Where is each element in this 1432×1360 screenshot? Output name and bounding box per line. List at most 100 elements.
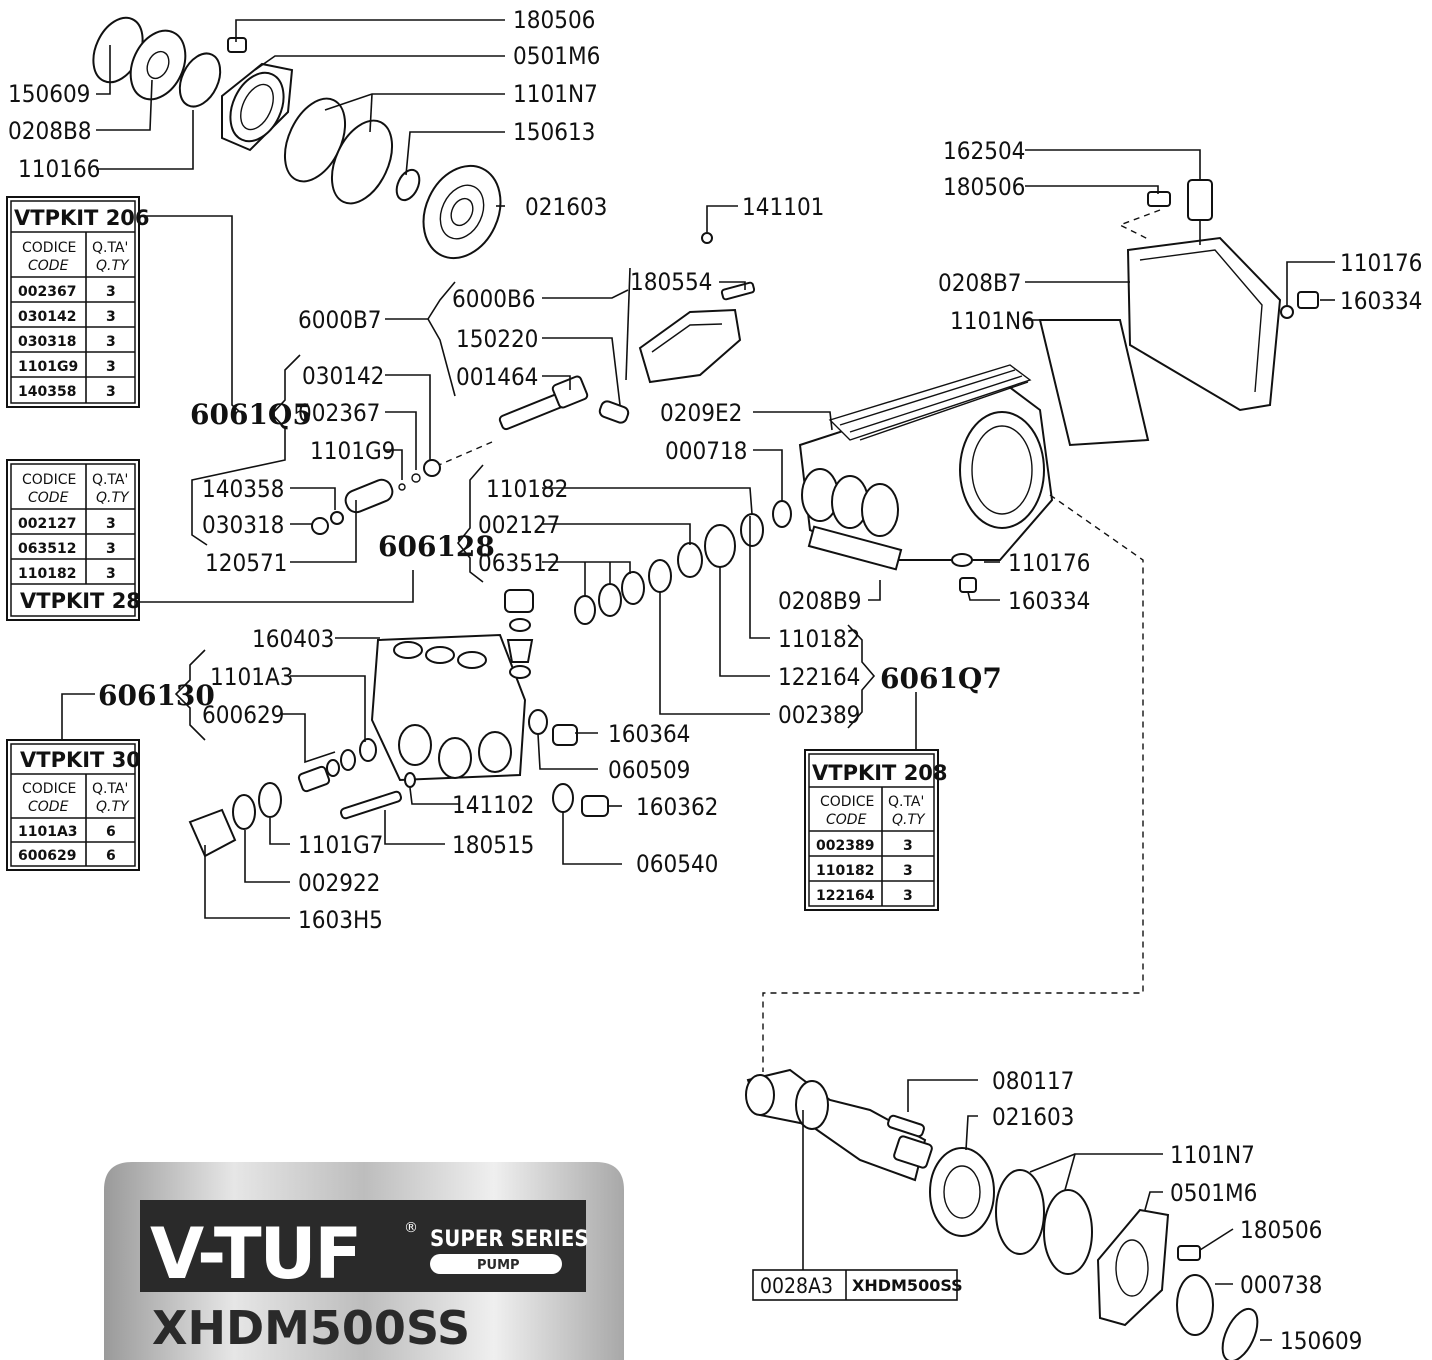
group-code-606130: 606130: [98, 679, 215, 712]
part-label: 141101: [742, 193, 824, 221]
part-label: 080117: [992, 1067, 1074, 1095]
part-label: 021603: [992, 1103, 1074, 1131]
kit-qty: 3: [106, 541, 116, 557]
col-header: Q.TA': [888, 794, 924, 810]
part-label: 002367: [298, 399, 380, 427]
kit-code: 063512: [18, 541, 76, 557]
part-label: 150609: [1280, 1327, 1362, 1355]
part-label: 120571: [205, 549, 287, 577]
part-label: 110182: [778, 625, 860, 653]
col-header: Q.TY: [892, 812, 926, 828]
part-label: 001464: [456, 363, 538, 391]
part-label: 160362: [636, 793, 718, 821]
part-label: 122164: [778, 663, 860, 691]
part-label: 110166: [18, 155, 100, 183]
kit-code: 002127: [18, 516, 76, 532]
part-label: 030318: [202, 511, 284, 539]
col-header: CODE: [826, 812, 867, 828]
kit-qty: 3: [903, 838, 913, 854]
brand-logo: V-TUF ® SUPER SERIES PUMP XHDM500SS: [104, 1162, 624, 1360]
crankshaft-model: XHDM500SS: [852, 1276, 963, 1295]
kit-qty: 6: [106, 848, 116, 864]
model-name: XHDM500SS: [152, 1301, 470, 1355]
crankshaft-code: 0028A3: [760, 1274, 833, 1298]
part-label: 0209E2: [660, 399, 742, 427]
part-label: 063512: [478, 549, 560, 577]
part-label: 160334: [1008, 587, 1090, 615]
kit-qty: 3: [106, 284, 116, 300]
kit-qty: 3: [903, 888, 913, 904]
part-label: 1101G7: [298, 831, 383, 859]
part-label: 1101N6: [950, 307, 1035, 335]
part-label: 0208B8: [8, 117, 91, 145]
part-label: 0208B7: [938, 269, 1021, 297]
part-label: 1101A3: [210, 663, 293, 691]
col-header: CODICE: [22, 781, 76, 797]
group-code-6061Q7: 6061Q7: [880, 662, 1002, 695]
kit-code: 002367: [18, 284, 76, 300]
part-label: 030142: [302, 362, 384, 390]
part-label: 002389: [778, 701, 860, 729]
crankshaft-code-table: 0028A3 XHDM500SS: [752, 1269, 963, 1301]
brand-name: V-TUF: [150, 1213, 360, 1295]
col-header: CODE: [28, 799, 69, 815]
part-label: 160403: [252, 625, 334, 653]
kit-code: 140358: [18, 384, 76, 400]
col-header: CODICE: [22, 472, 76, 488]
part-label: 6000B7: [298, 306, 381, 334]
kit-title: VTPKIT 30: [20, 748, 141, 772]
part-label: 1101N7: [1170, 1141, 1255, 1169]
kit-code: 110182: [18, 566, 76, 582]
registered-mark: ®: [404, 1220, 418, 1236]
col-header: CODICE: [22, 240, 76, 256]
col-header: Q.TA': [92, 240, 128, 256]
kit-qty: 3: [106, 334, 116, 350]
col-header: CODE: [28, 490, 69, 506]
series-name: SUPER SERIES: [430, 1227, 589, 1252]
kit-qty: 3: [903, 863, 913, 879]
kit-title: VTPKIT 206: [14, 206, 150, 230]
kit-qty: 6: [106, 824, 116, 840]
part-label: 150613: [513, 118, 595, 146]
kit-title: VTPKIT 208: [812, 761, 948, 785]
col-header: Q.TY: [96, 490, 130, 506]
part-label: 000738: [1240, 1271, 1322, 1299]
part-label: 160364: [608, 720, 690, 748]
group-code-606128: 606128: [378, 530, 495, 563]
group-codes: 6061Q5 606128 606130 6061Q7: [98, 398, 1002, 712]
part-label: 150220: [456, 325, 538, 353]
kit-qty: 3: [106, 566, 116, 582]
kit-qty: 3: [106, 359, 116, 375]
part-label: 6000B6: [452, 285, 535, 313]
col-header: Q.TY: [96, 799, 130, 815]
col-header: Q.TA': [92, 472, 128, 488]
kit-table-206: VTPKIT 206 CODICE CODE Q.TA' Q.TY 002367…: [6, 196, 150, 408]
col-header: Q.TY: [96, 258, 130, 274]
part-label: 1101N7: [513, 80, 598, 108]
kit-code: 1101A3: [18, 824, 78, 840]
part-label: 180554: [630, 268, 712, 296]
part-label: 110182: [486, 475, 568, 503]
kit-qty: 3: [106, 516, 116, 532]
kit-title: VTPKIT 28: [20, 589, 141, 613]
part-label: 0208B9: [778, 587, 861, 615]
group-code-6061Q5: 6061Q5: [190, 398, 312, 431]
part-label: 162504: [943, 137, 1025, 165]
part-label: 180506: [513, 6, 595, 34]
part-label: 002127: [478, 511, 560, 539]
part-label: 002922: [298, 869, 380, 897]
part-label: 110176: [1008, 549, 1090, 577]
part-label: 0501M6: [513, 42, 600, 70]
part-label: 0501M6: [1170, 1179, 1257, 1207]
part-label: 160334: [1340, 287, 1422, 315]
col-header: CODE: [28, 258, 69, 274]
part-label: 140358: [202, 475, 284, 503]
kit-code: 030142: [18, 309, 76, 325]
part-label: 600629: [202, 701, 284, 729]
kit-qty: 3: [106, 309, 116, 325]
part-label: 021603: [525, 193, 607, 221]
kit-code: 002389: [816, 838, 874, 854]
kit-code: 030318: [18, 334, 76, 350]
kit-table-30: VTPKIT 30 CODICE CODE Q.TA' Q.TY 1101A3 …: [6, 739, 141, 871]
